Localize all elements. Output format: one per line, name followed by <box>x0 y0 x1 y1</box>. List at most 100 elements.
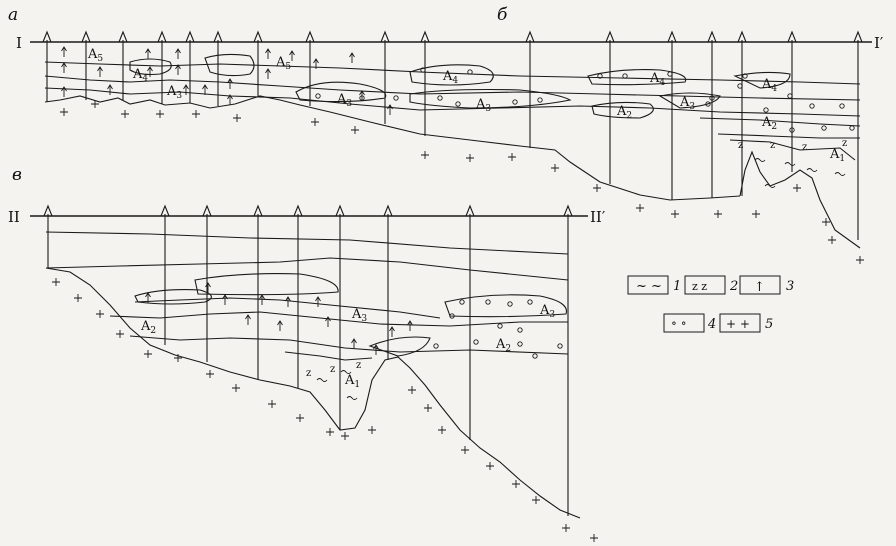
profile-1-boreholes <box>42 30 863 240</box>
clast-arrow-icon <box>407 320 413 331</box>
profile-1-lens-a4 <box>129 58 172 76</box>
clast-arrow-icon <box>175 64 181 75</box>
pebble-circle-icon <box>517 327 523 333</box>
legend-number-4: 4 <box>707 317 716 332</box>
basement-plus-icon <box>232 384 240 392</box>
clast-arrow-icon <box>202 84 208 95</box>
legend-number-2: 2 <box>729 279 738 294</box>
pebble-circle-icon <box>473 339 479 345</box>
basement-plus-icon <box>296 414 304 422</box>
clast-arrow-icon <box>97 66 103 77</box>
unit-label-a1: A1 <box>829 147 845 164</box>
profile-1-layer-boundary-1 <box>44 61 861 85</box>
pebble-circle-icon <box>467 69 473 75</box>
legend-item-4: ∘ ∘ 4 <box>663 313 716 333</box>
unit-label-a3-d: A3 <box>679 95 695 112</box>
basement-plus-icon <box>174 354 182 362</box>
clast-arrow-icon <box>61 62 67 73</box>
borehole-arrow-icon <box>213 30 223 43</box>
basement-plus-icon <box>156 110 164 118</box>
pebble-circle-icon <box>433 343 439 349</box>
clast-arrow-icon <box>325 316 331 327</box>
basement-plus-icon <box>311 118 319 126</box>
legend-symbol-3: ↑ <box>754 280 765 295</box>
pebble-circle-icon <box>437 95 443 101</box>
basement-plus-icon <box>461 446 469 454</box>
pebble-circle-icon <box>622 73 628 79</box>
z-symbol-icon: z <box>842 138 847 149</box>
unit-label-a5-b: A5 <box>275 55 291 72</box>
borehole-arrow-icon <box>42 30 52 43</box>
borehole-arrow-icon <box>420 30 430 43</box>
pebble-circle-icon <box>532 353 538 359</box>
profile-1: а б I I′ <box>8 5 884 249</box>
basement-plus-icon <box>96 310 104 318</box>
legend-symbol-4: ∘ ∘ <box>671 316 687 330</box>
profile-2-layer-boundary-3 <box>134 297 441 319</box>
pebble-circle-icon <box>789 127 795 133</box>
borehole-arrow-icon <box>160 204 170 217</box>
legend-number-3: 3 <box>786 279 794 294</box>
borehole-arrow-icon <box>253 204 263 217</box>
clast-arrow-icon <box>387 104 393 115</box>
basement-plus-icon <box>91 100 99 108</box>
unit-label-a4: A4 <box>132 67 148 84</box>
wave-icon <box>316 378 328 382</box>
clast-arrow-icon <box>289 50 295 61</box>
pebble-circle-icon <box>420 67 426 73</box>
profile-1-layer-boundary-5 <box>717 133 860 139</box>
borehole-arrow-icon <box>380 30 390 43</box>
clast-arrow-icon <box>227 78 233 89</box>
clast-arrow-icon <box>259 294 265 305</box>
legend-symbol-1: ~ ~ <box>636 279 662 294</box>
unit-label-a4-d: A4 <box>761 77 777 94</box>
unit-label-a3-e: A3 <box>351 307 367 324</box>
pebble-circle-icon <box>485 299 491 305</box>
unit-label-a3-c: A3 <box>475 97 491 114</box>
basement-plus-icon <box>268 400 276 408</box>
wave-icon <box>340 370 352 374</box>
z-symbol-icon: z <box>770 140 775 151</box>
profile-1-unit-labels: A5 A4 A3 A5 A3 A4 A3 A4 A3 A2 A4 A2 A1 <box>87 47 845 164</box>
basement-plus-icon <box>341 432 349 440</box>
legend-item-1: ~ ~ 1 <box>627 275 681 295</box>
pebble-circle-icon <box>742 73 748 79</box>
basement-plus-icon <box>52 278 60 286</box>
basement-plus-icon <box>551 164 559 172</box>
clast-arrow-icon <box>222 294 228 305</box>
unit-label-a2-d: A2 <box>495 337 511 354</box>
z-symbol-icon: z <box>306 368 311 379</box>
pebble-circle-icon <box>809 103 815 109</box>
basement-plus-icon <box>856 256 864 264</box>
profile-1-basement-surface <box>44 95 741 201</box>
clast-arrow-icon <box>61 46 67 57</box>
legend-symbol-2: z z <box>692 280 707 293</box>
clast-arrow-icon <box>373 344 379 355</box>
clast-arrow-icon <box>265 68 271 79</box>
unit-label-a3-f: A3 <box>539 303 555 320</box>
unit-label-a5: A5 <box>87 47 103 64</box>
basement-plus-icon <box>116 330 124 338</box>
profile-1-layer-boundary-3 <box>44 87 861 117</box>
panel-label-v: в <box>12 165 22 185</box>
basement-plus-icon <box>508 153 516 161</box>
z-symbol-icon: z <box>802 142 807 153</box>
profile-2-unit-labels: A2 A3 A3 A2 A1 <box>140 303 555 390</box>
pebble-circle-icon <box>512 99 518 105</box>
clast-arrow-icon <box>265 48 271 59</box>
wave-icon <box>764 184 776 188</box>
wave-icon <box>834 172 846 176</box>
borehole-arrow-icon <box>465 204 475 217</box>
clast-arrow-icon <box>107 84 113 95</box>
borehole-arrow-icon <box>383 204 393 217</box>
profile-1-lens-a2 <box>591 101 654 119</box>
legend-item-5: + + 5 <box>719 313 773 333</box>
clast-arrow-icon <box>145 292 151 303</box>
borehole-arrow-icon <box>185 30 195 43</box>
wave-icon <box>754 158 766 162</box>
basement-plus-icon <box>793 184 801 192</box>
basement-plus-icon <box>192 110 200 118</box>
pebble-circle-icon <box>597 73 603 79</box>
borehole-arrow-icon <box>293 204 303 217</box>
basement-plus-icon <box>206 370 214 378</box>
